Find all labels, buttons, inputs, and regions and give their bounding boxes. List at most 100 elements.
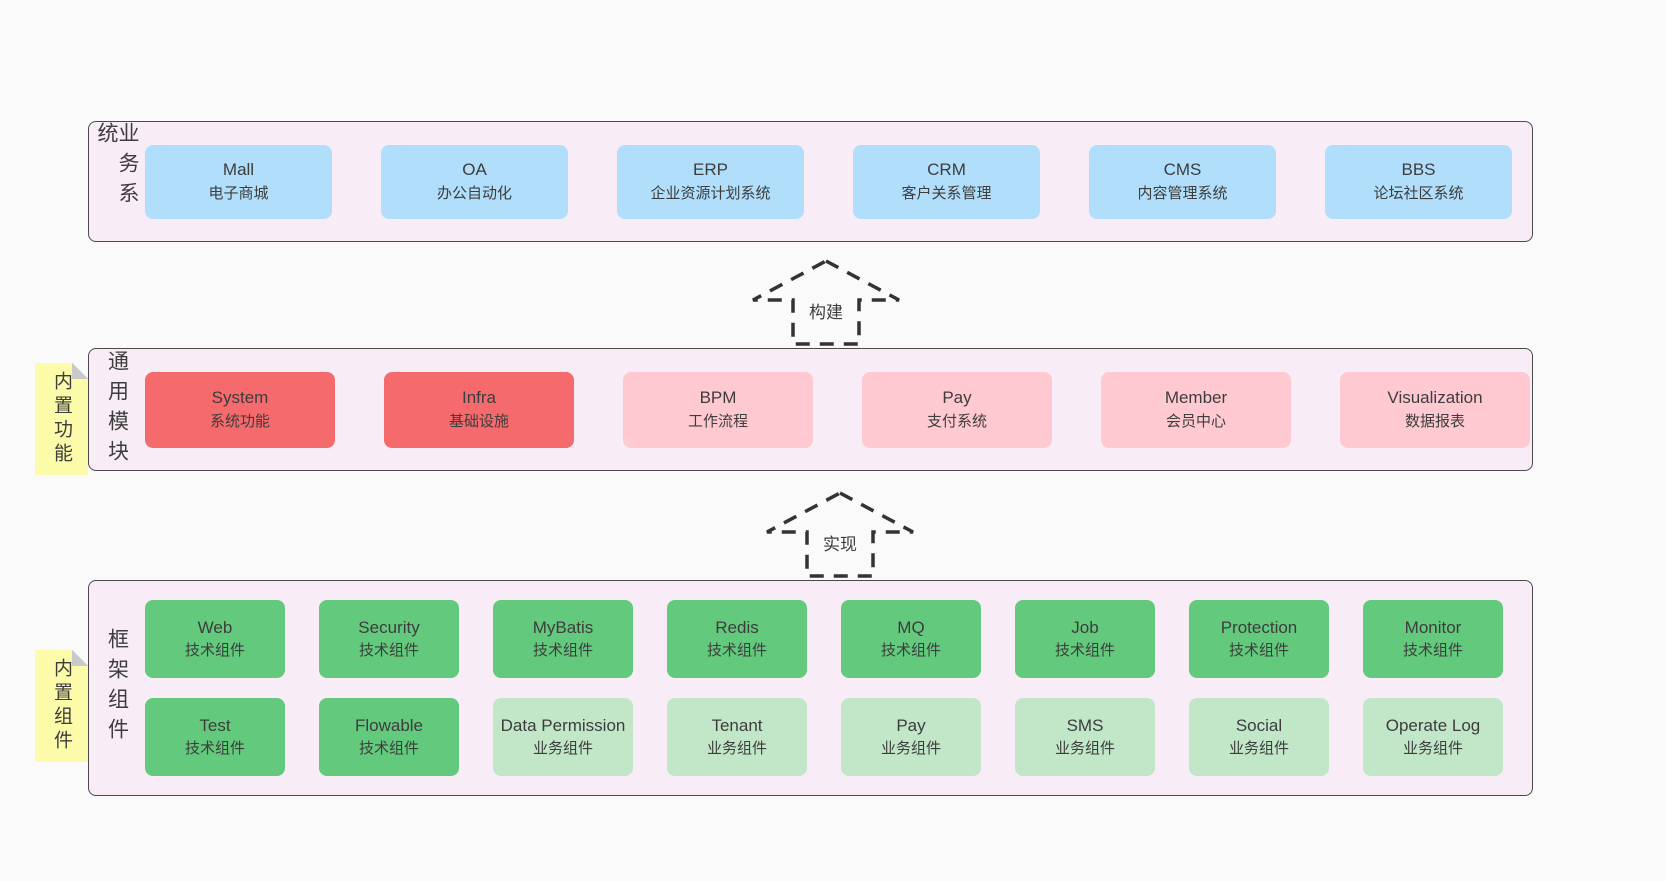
- box-test: Test 技术组件: [145, 698, 285, 776]
- box-visualization: Visualization 数据报表: [1340, 371, 1530, 448]
- module-boxes: System 系统功能 Infra 基础设施 BPM 工作流程 Pay 支付系统…: [145, 349, 1550, 470]
- box-cms: CMS 内容管理系统: [1089, 144, 1276, 219]
- box-monitor: Monitor 技术组件: [1363, 600, 1503, 678]
- box-name: Mall: [222, 160, 255, 180]
- box-desc: 客户关系管理: [901, 184, 992, 202]
- box-name: Operate Log: [1385, 715, 1481, 735]
- box-desc: 技术组件: [184, 642, 245, 660]
- box-sms: SMS 业务组件: [1015, 698, 1155, 776]
- section-label-wrap: 框架组件: [89, 581, 145, 795]
- box-name: Flowable: [354, 715, 424, 735]
- box-name: Tenant: [711, 715, 763, 735]
- box-desc: 内容管理系统: [1137, 184, 1228, 202]
- up-arrow-icon: [766, 491, 914, 578]
- box-name: System: [211, 388, 269, 408]
- box-name: SMS: [1066, 715, 1104, 735]
- box-mybatis: MyBatis 技术组件: [493, 600, 633, 678]
- box-mq: MQ 技术组件: [841, 600, 981, 678]
- box-desc: 论坛社区系统: [1373, 184, 1464, 202]
- box-desc: 企业资源计划系统: [650, 184, 771, 202]
- component-row-2: Test 技术组件 Flowable 技术组件 Data Permission …: [145, 698, 1504, 776]
- box-erp: ERP 企业资源计划系统: [617, 144, 804, 219]
- box-name: OA: [462, 160, 487, 180]
- section-label-modules: 通用模块: [105, 349, 129, 470]
- folded-corner-icon: [72, 650, 88, 666]
- box-protection: Protection 技术组件: [1189, 600, 1329, 678]
- arrow-implement: 实现: [760, 488, 920, 580]
- box-desc: 会员中心: [1165, 412, 1226, 430]
- box-pay-biz: Pay 业务组件: [841, 698, 981, 776]
- box-member: Member 会员中心: [1101, 371, 1291, 448]
- box-name: ERP: [693, 160, 728, 180]
- box-desc: 技术组件: [358, 740, 419, 758]
- box-desc: 业务组件: [1402, 740, 1463, 758]
- box-desc: 工作流程: [687, 412, 748, 430]
- box-desc: 支付系统: [926, 412, 987, 430]
- box-name: Visualization: [1387, 388, 1483, 408]
- box-desc: 业务组件: [706, 740, 767, 758]
- box-desc: 业务组件: [880, 740, 941, 758]
- box-security: Security 技术组件: [319, 600, 459, 678]
- box-name: Security: [358, 617, 420, 637]
- box-desc: 技术组件: [706, 642, 767, 660]
- box-pay: Pay 支付系统: [862, 371, 1052, 448]
- box-operate-log: Operate Log 业务组件: [1363, 698, 1503, 776]
- box-name: Redis: [715, 617, 759, 637]
- arrow-build-label: 构建: [805, 296, 847, 325]
- section-label-wrap: 业务系统: [89, 122, 145, 241]
- box-desc: 技术组件: [358, 642, 419, 660]
- box-data-permission: Data Permission 业务组件: [493, 698, 633, 776]
- box-desc: 办公自动化: [436, 184, 512, 202]
- component-row-1: Web 技术组件 Security 技术组件 MyBatis 技术组件 Redi…: [145, 600, 1504, 678]
- business-boxes: Mall 电子商城 OA 办公自动化 ERP 企业资源计划系统 CRM 客户关系…: [145, 122, 1532, 241]
- box-desc: 数据报表: [1404, 412, 1465, 430]
- box-desc: 技术组件: [184, 740, 245, 758]
- section-common-modules: 通用模块 System 系统功能 Infra 基础设施 BPM 工作流程 Pay…: [88, 348, 1533, 471]
- box-desc: 业务组件: [1228, 740, 1289, 758]
- box-name: CRM: [927, 160, 966, 180]
- box-name: Web: [197, 617, 233, 637]
- box-name: Member: [1164, 388, 1228, 408]
- note-built-in-features: 内置功能: [35, 363, 88, 475]
- box-infra: Infra 基础设施: [384, 371, 574, 448]
- box-bbs: BBS 论坛社区系统: [1325, 144, 1512, 219]
- box-desc: 业务组件: [532, 740, 593, 758]
- box-name: Test: [199, 715, 231, 735]
- box-name: Data Permission: [500, 715, 626, 735]
- box-web: Web 技术组件: [145, 600, 285, 678]
- section-framework-components: 框架组件 Web 技术组件 Security 技术组件 MyBatis 技术组件…: [88, 580, 1533, 796]
- box-desc: 技术组件: [1402, 642, 1463, 660]
- box-system: System 系统功能: [145, 371, 335, 448]
- box-job: Job 技术组件: [1015, 600, 1155, 678]
- note-built-in-components: 内置组件: [35, 650, 88, 762]
- component-grid: Web 技术组件 Security 技术组件 MyBatis 技术组件 Redi…: [145, 581, 1532, 795]
- box-desc: 技术组件: [1228, 642, 1289, 660]
- section-label-components: 框架组件: [105, 628, 129, 748]
- arrow-build: 构建: [746, 256, 906, 348]
- box-mall: Mall 电子商城: [145, 144, 332, 219]
- note-label: 内置功能: [51, 371, 72, 467]
- section-business-systems: 业务系统 Mall 电子商城 OA 办公自动化 ERP 企业资源计划系统 CRM…: [88, 121, 1533, 242]
- box-redis: Redis 技术组件: [667, 600, 807, 678]
- box-bpm: BPM 工作流程: [623, 371, 813, 448]
- box-desc: 业务组件: [1054, 740, 1115, 758]
- box-name: MyBatis: [532, 617, 594, 637]
- box-name: Infra: [461, 388, 497, 408]
- box-name: Job: [1071, 617, 1099, 637]
- box-desc: 基础设施: [448, 412, 509, 430]
- box-oa: OA 办公自动化: [381, 144, 568, 219]
- box-name: Social: [1235, 715, 1283, 735]
- box-desc: 技术组件: [1054, 642, 1115, 660]
- box-desc: 技术组件: [532, 642, 593, 660]
- folded-corner-icon: [72, 363, 88, 379]
- box-crm: CRM 客户关系管理: [853, 144, 1040, 219]
- arrow-implement-label: 实现: [819, 528, 861, 557]
- box-name: CMS: [1163, 160, 1202, 180]
- box-flowable: Flowable 技术组件: [319, 698, 459, 776]
- box-name: Protection: [1220, 617, 1298, 637]
- box-name: MQ: [897, 617, 925, 637]
- box-name: Pay: [942, 388, 972, 408]
- section-label-business: 业务系统: [95, 122, 139, 212]
- box-name: BBS: [1401, 160, 1436, 180]
- note-label: 内置组件: [51, 658, 72, 754]
